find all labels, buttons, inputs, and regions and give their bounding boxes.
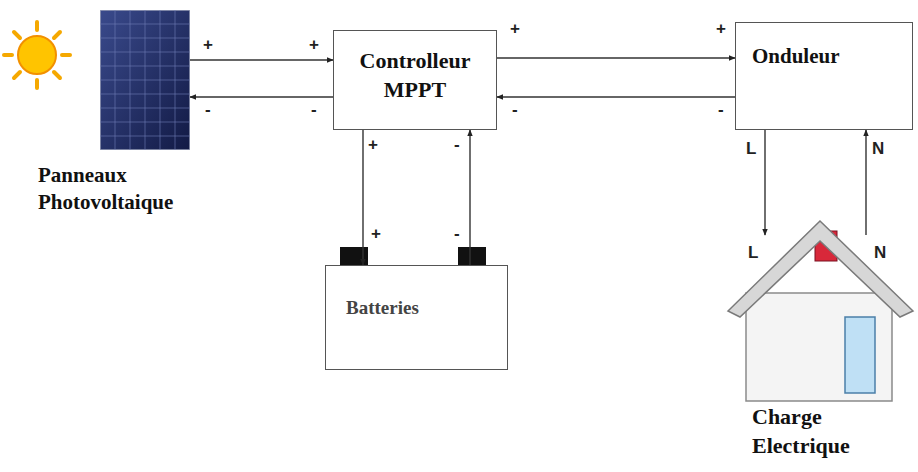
component-box: Onduleur — [735, 22, 913, 130]
panel-grid — [100, 24, 190, 25]
battery-terminals — [340, 247, 486, 265]
terminal-sign: - — [311, 101, 317, 118]
house-roof — [728, 221, 913, 317]
node-label: Charge Electrique — [752, 403, 902, 460]
terminal-sign: N — [874, 244, 886, 261]
wire — [190, 96, 333, 97]
panel-grid — [100, 52, 190, 53]
wire — [497, 57, 735, 58]
sun-icon — [4, 22, 70, 88]
component-box: Controlleur MPPT — [333, 30, 497, 130]
terminal-sign: + — [371, 225, 381, 242]
solar-panel-icon — [100, 10, 190, 150]
terminal-sign: + — [716, 20, 726, 37]
panel-grid — [100, 94, 190, 95]
pv-panel: Panneaux Photovoltaique — [100, 10, 190, 150]
node-label: Panneaux Photovoltaique — [38, 162, 243, 217]
panel-frame — [100, 10, 190, 150]
wire — [865, 130, 866, 235]
panel-grid — [100, 66, 190, 67]
panel-grid — [100, 108, 190, 109]
terminal-sign: + — [368, 136, 378, 153]
terminal-sign: - — [205, 101, 211, 118]
wire — [190, 59, 333, 60]
node-label: Controlleur MPPT — [344, 47, 486, 104]
terminal-sign: N — [872, 140, 884, 157]
terminal-sign: + — [309, 36, 319, 53]
wire — [469, 130, 470, 265]
terminal-sign: - — [512, 101, 518, 118]
terminal-sign: - — [454, 136, 460, 153]
node-label: Onduleur — [752, 43, 896, 70]
house-door — [845, 317, 875, 393]
terminal-sign: + — [203, 36, 213, 53]
terminal-sign: - — [454, 225, 460, 242]
panel-grid — [100, 122, 190, 123]
terminal-sign: L — [746, 140, 756, 157]
panel-grid — [100, 80, 190, 81]
panel-grid — [100, 136, 190, 137]
wire — [497, 96, 735, 97]
panel-grid — [100, 38, 190, 39]
wire — [362, 130, 363, 265]
component-box: Batteries — [325, 265, 508, 370]
terminal-sign: - — [718, 101, 724, 118]
house-wall — [746, 293, 892, 401]
terminal-sign: + — [510, 20, 520, 37]
terminal-sign: L — [748, 244, 758, 261]
node-label: Batteries — [346, 296, 487, 321]
wire — [764, 130, 765, 235]
